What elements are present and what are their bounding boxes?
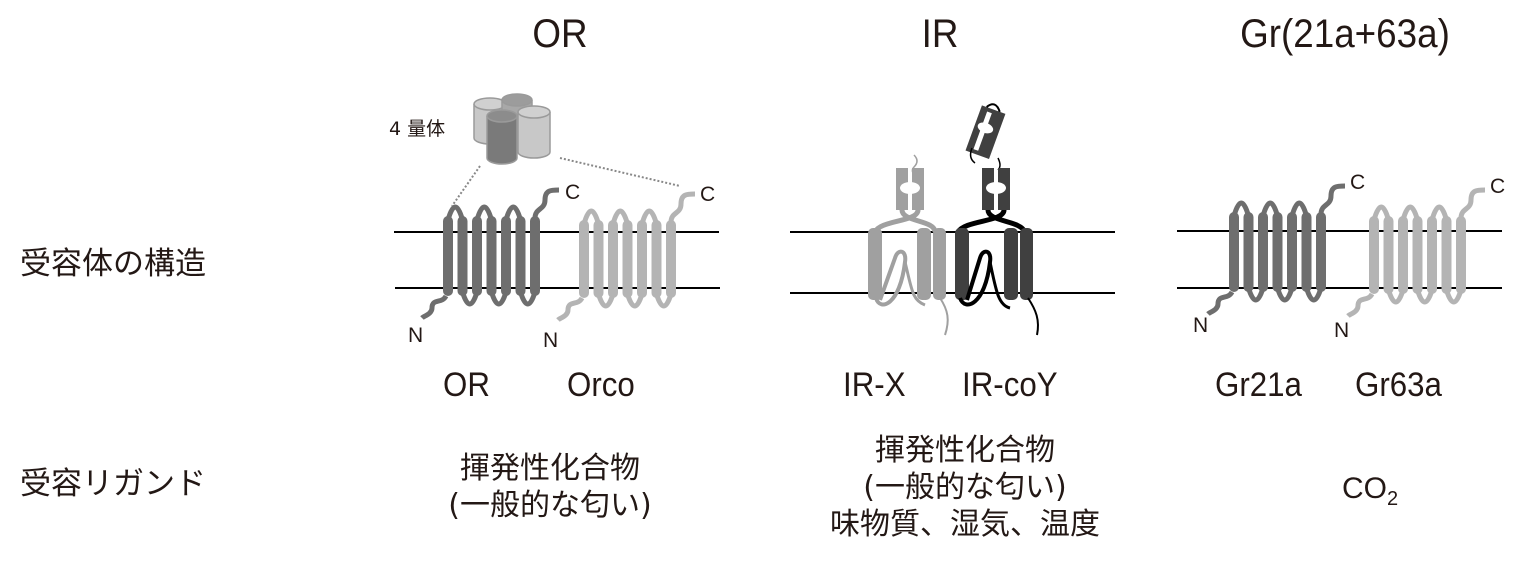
transmembrane-helix <box>1287 212 1297 292</box>
column-title-gr: Gr(21a+63a) <box>1240 12 1450 56</box>
transmembrane-helix <box>1258 212 1268 292</box>
transmembrane-helix <box>651 220 662 298</box>
ir-coy-subunit <box>955 103 1039 336</box>
or-c-terminus-label: C <box>565 181 581 204</box>
ligand-line: (一般的な匂い) <box>863 470 1067 505</box>
or-subunit-helices <box>420 187 560 320</box>
subunit-label-ir-coy: IR-coY <box>962 366 1058 404</box>
ligand-ir: 揮発性化合物 (一般的な匂い) 味物質、湿気、温度 <box>820 432 1110 543</box>
ligand-line: 味物質、湿気、温度 <box>830 507 1100 542</box>
ir-x-subunit <box>868 154 949 336</box>
tetramer-label: 4 量体 <box>389 118 446 140</box>
transmembrane-helix <box>501 216 511 296</box>
or-n-terminus-label: N <box>408 324 424 347</box>
gr63a-n-terminus-label: N <box>1334 319 1350 342</box>
zoom-guide-line <box>559 157 681 187</box>
orco-n-terminus-label: N <box>543 329 559 352</box>
transmembrane-helix <box>1369 216 1379 294</box>
transmembrane-helix <box>608 220 618 298</box>
gr63a-c-terminus-label: C <box>1490 175 1506 198</box>
gr-diagram <box>1177 183 1502 318</box>
transmembrane-helix <box>1441 216 1452 294</box>
ir-diagram <box>790 103 1115 336</box>
transmembrane-helix <box>486 216 497 296</box>
or-diagram <box>394 93 720 322</box>
c-terminus-tail <box>532 187 560 219</box>
column-title-or: OR <box>532 12 588 56</box>
ligand-or: 揮発性化合物 (一般的な匂い) <box>420 450 680 524</box>
transmembrane-helix <box>1229 212 1239 292</box>
transmembrane-helix <box>622 220 633 298</box>
transmembrane-helix <box>1316 212 1326 292</box>
transmembrane-helix <box>472 216 482 296</box>
tetramer-icon <box>473 93 551 165</box>
transmembrane-helix <box>1243 212 1254 292</box>
orco-c-terminus-label: C <box>700 183 716 206</box>
zoom-guide-line <box>451 165 481 207</box>
subunit-label-ir-x: IR-X <box>843 366 906 404</box>
transmembrane-helix <box>1272 212 1283 292</box>
gr21a-c-terminus-label: C <box>1350 171 1366 194</box>
subunit-label-or: OR <box>443 366 490 404</box>
transmembrane-helix <box>593 220 604 298</box>
transmembrane-helix <box>1383 216 1394 294</box>
transmembrane-helix <box>1412 216 1423 294</box>
transmembrane-helix <box>666 220 676 298</box>
n-terminus-tail <box>1206 290 1235 316</box>
row-label-ligand: 受容リガンド <box>20 466 206 502</box>
orco-subunit-helices <box>556 191 696 322</box>
ligand-gr: CO2 <box>1310 470 1430 518</box>
transmembrane-helix <box>579 220 589 298</box>
ligand-co2-subscript: 2 <box>1386 488 1399 510</box>
n-terminus-tail <box>556 296 585 322</box>
transmembrane-helix <box>1427 216 1437 294</box>
ligand-line: 揮発性化合物 <box>460 451 640 486</box>
transmembrane-helix <box>1456 216 1466 294</box>
row-label-structure: 受容体の構造 <box>20 246 206 282</box>
subunit-label-gr63a: Gr63a <box>1355 366 1442 404</box>
ligand-co2-main: CO <box>1341 472 1387 505</box>
ligand-line: 揮発性化合物 <box>875 433 1055 468</box>
c-terminus-tail <box>1458 187 1486 219</box>
column-title-ir: IR <box>921 12 959 56</box>
subunit-label-gr21a: Gr21a <box>1215 366 1302 404</box>
c-terminus-tail <box>668 191 696 223</box>
transmembrane-helix <box>530 216 540 296</box>
gr63a-subunit-helices <box>1346 187 1486 318</box>
n-terminus-tail <box>1346 292 1375 318</box>
transmembrane-helix <box>443 216 453 296</box>
transmembrane-helix <box>1301 212 1312 292</box>
transmembrane-helix <box>457 216 468 296</box>
gr21a-n-terminus-label: N <box>1193 314 1209 337</box>
n-terminus-tail <box>420 294 449 320</box>
subunit-label-orco: Orco <box>567 366 635 404</box>
transmembrane-helix <box>637 220 647 298</box>
c-terminus-tail <box>1318 183 1346 215</box>
gr21a-subunit-helices <box>1206 183 1346 316</box>
ligand-line: (一般的な匂い) <box>448 488 652 523</box>
transmembrane-helix <box>1398 216 1408 294</box>
transmembrane-helix <box>515 216 526 296</box>
